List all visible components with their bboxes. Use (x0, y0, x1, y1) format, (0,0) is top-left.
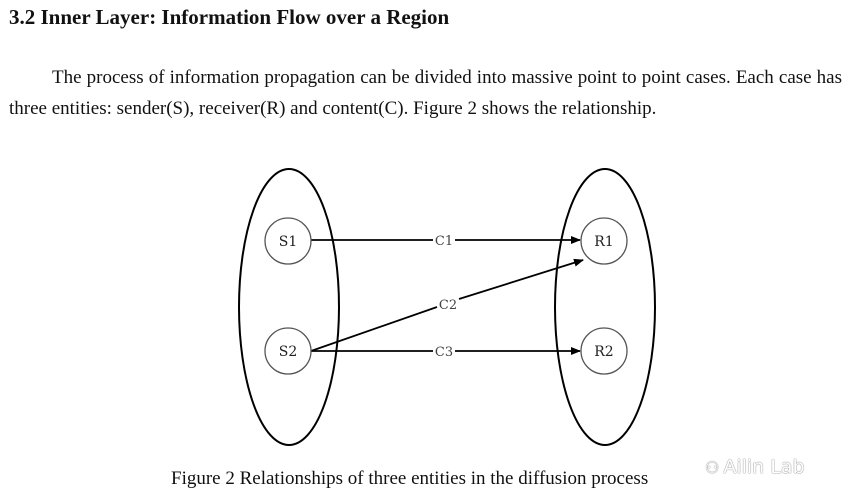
watermark: ⚇Ailin Lab (705, 456, 805, 478)
edge-label-c2: C2 (439, 298, 457, 313)
node-label-r1: R1 (594, 234, 613, 250)
node-label-s1: S1 (279, 234, 298, 250)
node-s1 (264, 217, 312, 265)
node-r1 (580, 217, 628, 265)
edge-label-c1: C1 (435, 234, 453, 249)
section-heading: 3.2 Inner Layer: Information Flow over a… (9, 5, 450, 29)
watermark-text: Ailin Lab (723, 456, 805, 478)
node-s2 (264, 327, 312, 375)
figure-caption: Figure 2 Relationships of three entities… (171, 468, 649, 489)
edge-label-c3: C3 (435, 345, 453, 360)
edge-c2-left (310, 306, 438, 352)
body-paragraph: The process of information propagation c… (9, 67, 842, 119)
node-r2 (580, 327, 628, 375)
edge-c2-right (458, 258, 584, 300)
receiver-group-ellipse (554, 168, 656, 446)
sender-group-ellipse (238, 168, 340, 446)
wechat-icon: ⚇ (705, 458, 720, 477)
node-label-r2: R2 (594, 344, 613, 360)
node-label-s2: S2 (279, 344, 298, 360)
